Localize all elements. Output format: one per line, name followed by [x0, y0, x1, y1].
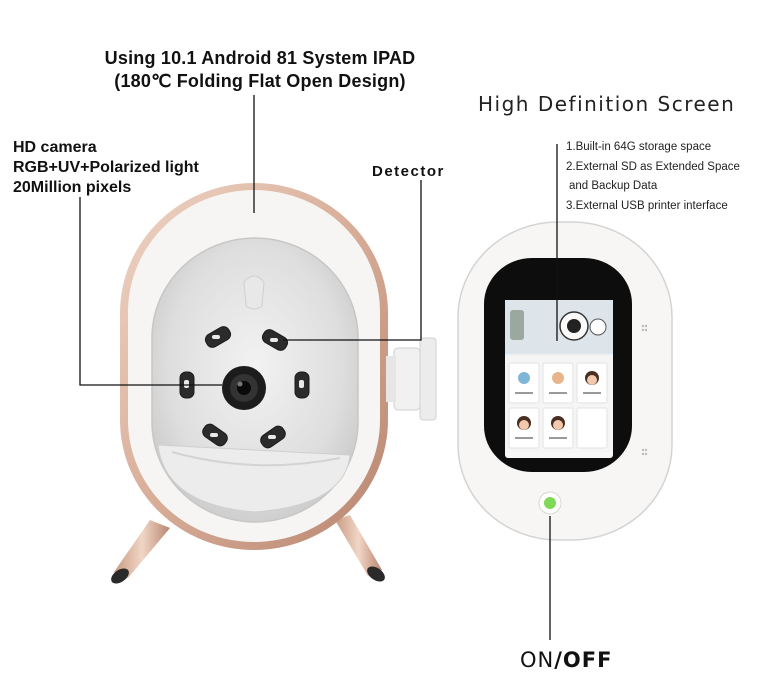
- screen-caption: High Definition Screen: [478, 92, 736, 116]
- camera-caption-line2: RGB+UV+Polarized light: [13, 159, 199, 176]
- camera-caption-line3: 20Million pixels: [13, 179, 132, 196]
- analyzer-body: [120, 183, 388, 550]
- camera-caption-line1: HD camera: [13, 139, 97, 156]
- power-label-separator: /: [554, 648, 563, 672]
- feature-item: and Backup Data: [569, 180, 658, 192]
- power-label-on: ON: [520, 648, 555, 672]
- hinge: [386, 337, 437, 421]
- top-caption-line2: (180℃ Folding Flat Open Design): [114, 71, 406, 91]
- top-caption-line1: Using 10.1 Android 81 System IPAD: [104, 48, 416, 68]
- screen-features-list: 1.Built-in 64G storage space 2.External …: [566, 138, 740, 216]
- power-button[interactable]: [544, 497, 556, 509]
- feature-item: 3.External USB printer interface: [566, 199, 728, 212]
- power-label-off: OFF: [562, 648, 613, 672]
- feature-item: 2.External SD as Extended Space: [566, 160, 740, 173]
- tablet-lid: [457, 221, 673, 541]
- feature-item: 1.Built-in 64G storage space: [566, 141, 712, 153]
- detector-label: Detector: [372, 163, 445, 180]
- power-label: ON/OFF: [520, 648, 612, 672]
- callout-lines: [79, 95, 558, 640]
- stand-legs: [111, 515, 385, 584]
- camera-module: [222, 366, 266, 410]
- camera-caption: HD camera RGB+UV+Polarized light 20Milli…: [13, 138, 199, 198]
